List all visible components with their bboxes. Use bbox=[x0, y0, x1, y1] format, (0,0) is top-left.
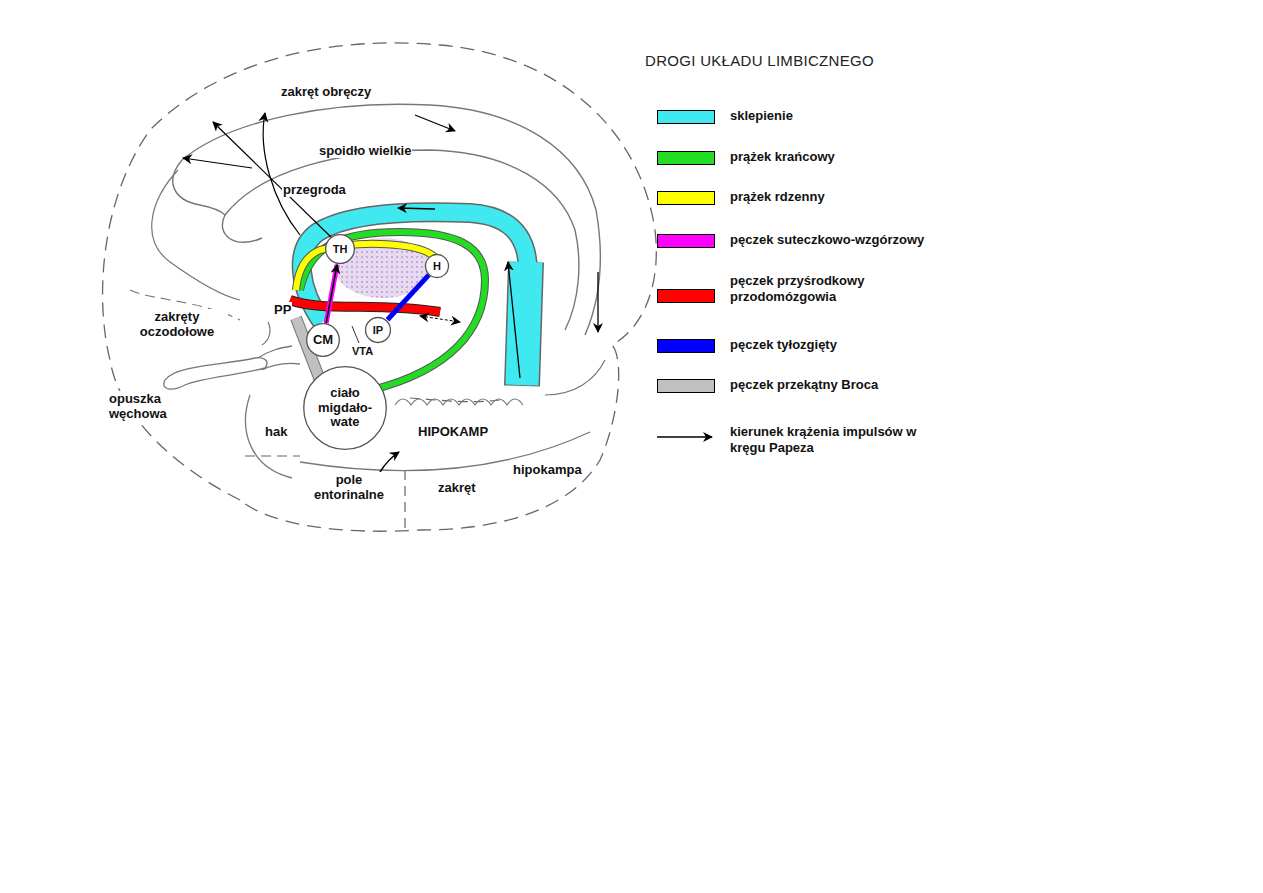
structure-circle: ciało migdało- wate bbox=[302, 365, 388, 451]
structure-label: przegroda bbox=[282, 182, 347, 197]
structure-circle: CM bbox=[306, 323, 340, 357]
legend-text: prążek krańcowy bbox=[730, 149, 835, 165]
legend-text: sklepienie bbox=[730, 108, 793, 124]
structure-circle: IP bbox=[365, 317, 391, 343]
structure-label: VTA bbox=[351, 345, 374, 358]
legend-arrow-sample bbox=[657, 436, 712, 437]
structure-label: PP bbox=[273, 302, 292, 317]
node-text: CM bbox=[313, 333, 333, 348]
structure-label: zakręt bbox=[437, 480, 477, 495]
legend-text: pęczek tyłozgięty bbox=[730, 337, 837, 353]
legend-text: pęczek przyśrodkowy przodomózgowia bbox=[730, 273, 900, 304]
legend-swatch bbox=[657, 234, 715, 248]
legend-swatch bbox=[657, 191, 715, 205]
legend-swatch bbox=[657, 151, 715, 165]
structure-label: hak bbox=[264, 424, 288, 439]
structure-label: opuszka węchowa bbox=[108, 391, 192, 422]
legend-text: pęczek suteczkowo-wzgórzowy bbox=[730, 232, 924, 248]
structure-label: spoidło wielkie bbox=[318, 143, 412, 158]
legend-text: pęczek przekątny Broca bbox=[730, 377, 878, 393]
node-text: IP bbox=[373, 324, 383, 337]
legend-text: kierunek krążenia impulsów w kręgu Papez… bbox=[730, 424, 935, 455]
node-text: TH bbox=[333, 243, 348, 256]
structure-circle: H bbox=[425, 254, 449, 278]
tract-connector bbox=[326, 265, 337, 324]
structure-label: zakręty oczodołowe bbox=[126, 309, 228, 340]
legend-swatch bbox=[657, 110, 715, 124]
legend-swatch bbox=[657, 289, 715, 303]
node-text: ciało migdało- wate bbox=[314, 386, 376, 431]
structure-label: hipokampa bbox=[512, 462, 583, 477]
structure-circle: TH bbox=[325, 234, 355, 264]
structure-label: HIPOKAMP bbox=[417, 424, 489, 439]
structure-label: pole entorinalne bbox=[300, 472, 398, 503]
diagram-title: DROGI UKŁADU LIMBICZNEGO bbox=[645, 52, 874, 69]
tract-connector bbox=[387, 275, 428, 320]
structure-label: zakręt obręczy bbox=[280, 84, 372, 99]
legend-swatch bbox=[657, 379, 715, 393]
legend-swatch bbox=[657, 339, 715, 353]
node-text: H bbox=[433, 260, 441, 273]
legend-text: prążek rdzenny bbox=[730, 189, 825, 205]
